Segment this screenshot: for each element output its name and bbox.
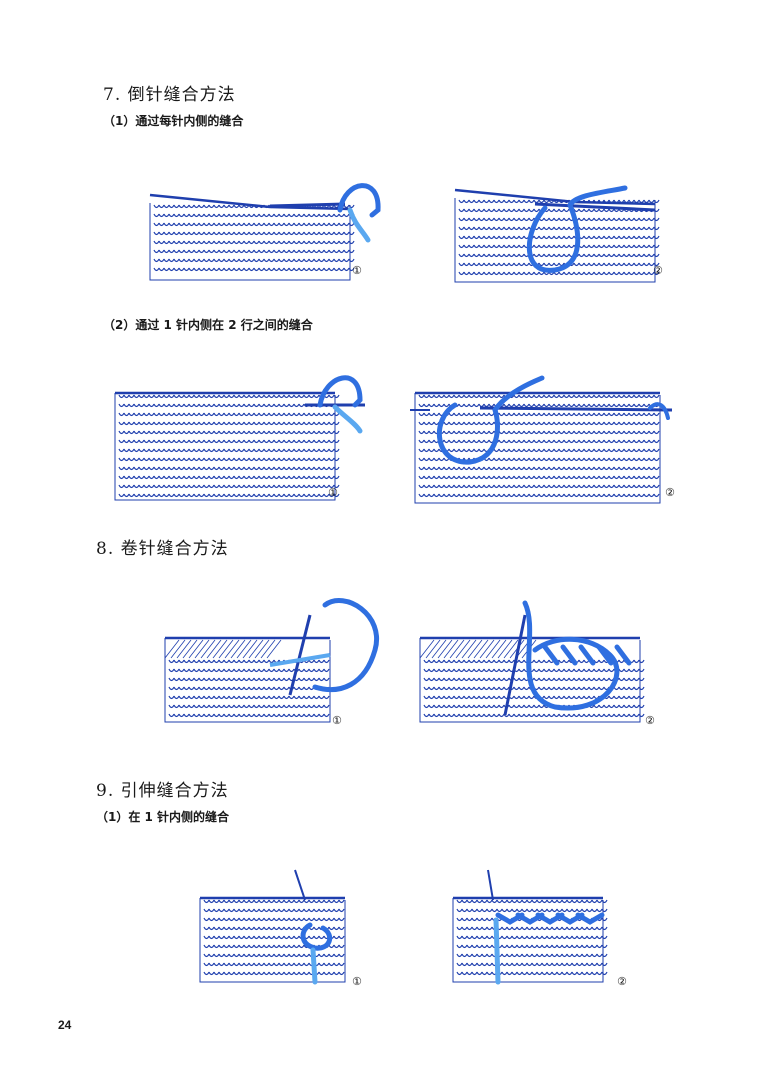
needle-icon (534, 202, 656, 212)
yarn-loop-icon (317, 375, 363, 408)
knit-fabric (149, 193, 355, 281)
yarn-loop-icon (522, 600, 620, 711)
figure-7-2-1-number: ① (328, 486, 338, 499)
needle-icon (288, 614, 312, 696)
figure-9-1-1-number: ① (352, 975, 362, 988)
figure-7-2-2-illustration (410, 375, 673, 504)
section-7-1-label: （1）通过每针内侧的缝合 (103, 114, 244, 128)
arrow-icon (487, 869, 494, 901)
section-9-1-label: （1）在 1 针内侧的缝合 (96, 810, 230, 824)
section-8-heading: 8. 卷针缝合方法 (96, 539, 229, 559)
figure-7-1-2-number: ② (653, 264, 663, 277)
yarn-loop-icon (312, 598, 380, 693)
section-9-heading: 9. 引伸缝合方法 (96, 781, 229, 801)
yarn-end-icon (648, 402, 670, 420)
yarn-seam-icon (269, 653, 331, 667)
wrapped-seam-icon (542, 644, 632, 666)
yarn-tail-icon (310, 947, 318, 985)
yarn-loop-icon (337, 183, 381, 218)
figure-7-1-2-illustration (454, 185, 660, 283)
needle-icon (503, 614, 527, 716)
figure-8-1-number: ① (332, 714, 342, 727)
figure-9-1-1-illustration (199, 869, 346, 985)
needle-icon (479, 406, 673, 412)
figure-7-1-1-number: ① (352, 264, 362, 277)
figure-7-2-1-illustration (114, 375, 365, 501)
knit-fabric (452, 896, 608, 983)
knit-fabric (414, 391, 661, 504)
figure-7-2-2-number: ② (665, 486, 675, 499)
arrow-icon (294, 869, 306, 901)
figure-8-2-illustration (419, 600, 645, 723)
knit-fabric (454, 188, 660, 283)
figure-8-2-number: ② (645, 714, 655, 727)
knit-fabric (114, 391, 340, 501)
yarn-tail-icon (347, 207, 371, 243)
knit-fabric (164, 636, 331, 723)
yarn-tail-icon (493, 917, 501, 985)
section-7-2-label: （2）通过 1 针内侧在 2 行之间的缝合 (103, 318, 313, 332)
figure-7-1-1-illustration (149, 183, 381, 281)
knit-fabric (199, 896, 346, 983)
figure-8-1-illustration (164, 598, 380, 723)
needle-icon (269, 202, 346, 208)
page-number: 24 (58, 1018, 72, 1032)
yarn-loop-icon (300, 922, 333, 951)
figure-9-1-2-number: ② (617, 975, 627, 988)
chain-seam-icon (495, 912, 605, 925)
yarn-loop-icon (526, 185, 628, 273)
figure-9-1-2-illustration (452, 869, 608, 985)
yarn-loop-icon (437, 375, 545, 465)
yarn-tail-icon (332, 404, 363, 434)
section-7-heading: 7. 倒针缝合方法 (103, 85, 236, 105)
